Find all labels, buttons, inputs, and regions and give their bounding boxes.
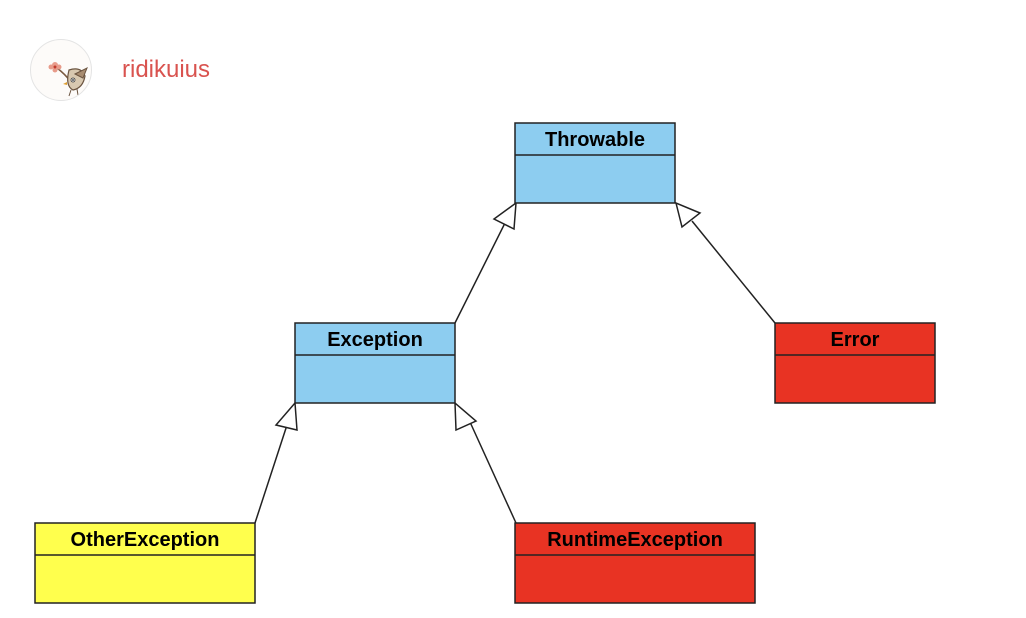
class-name: Throwable bbox=[545, 129, 645, 151]
relation-exception-throwable bbox=[454, 220, 507, 324]
author-name[interactable]: ridikuius bbox=[122, 56, 211, 83]
relation-error-throwable bbox=[691, 220, 776, 324]
generalization-arrowhead bbox=[492, 201, 517, 231]
class-box bbox=[774, 322, 936, 404]
class-name: Error bbox=[831, 329, 880, 351]
class-name: OtherException bbox=[71, 529, 220, 551]
class-exception[interactable]: Exception bbox=[294, 322, 456, 404]
class-other-exception[interactable]: OtherException bbox=[34, 522, 256, 604]
class-box bbox=[514, 522, 756, 604]
class-box bbox=[514, 122, 676, 204]
author-header: ridikuius bbox=[30, 38, 210, 102]
relation-runtimeexception-exception bbox=[469, 421, 517, 524]
bird-with-flower-icon bbox=[48, 62, 88, 97]
generalization-arrowhead bbox=[674, 201, 702, 229]
class-error[interactable]: Error bbox=[774, 322, 936, 404]
generalization-arrowhead bbox=[454, 401, 478, 432]
class-box bbox=[34, 522, 256, 604]
avatar[interactable] bbox=[30, 39, 92, 101]
class-name: Exception bbox=[327, 329, 423, 351]
relation-otherexception-exception bbox=[254, 421, 289, 524]
class-name: RuntimeException bbox=[547, 529, 723, 551]
class-throwable[interactable]: Throwable bbox=[514, 122, 676, 204]
class-runtime-exception[interactable]: RuntimeException bbox=[514, 522, 756, 604]
generalization-arrowhead bbox=[274, 401, 298, 431]
class-box bbox=[294, 322, 456, 404]
